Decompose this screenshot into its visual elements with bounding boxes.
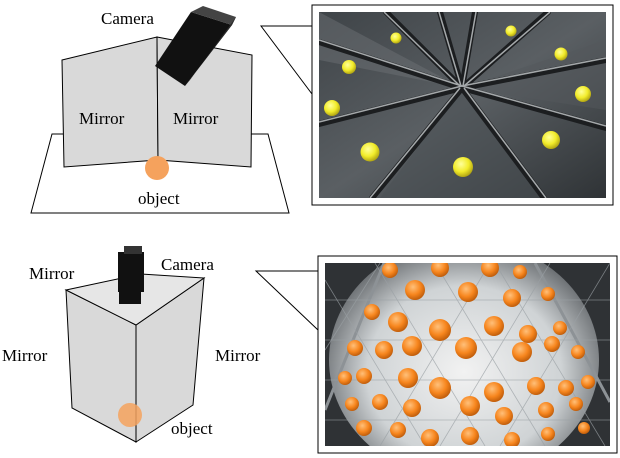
bottom-diagram: Camera Mirror Mirror Mirror object <box>2 246 261 443</box>
orange-ball <box>495 407 513 425</box>
orange-ball <box>431 263 449 277</box>
orange-ball <box>455 337 477 359</box>
orange-ball <box>553 321 567 335</box>
orange-ball <box>512 342 532 362</box>
bottom-photo <box>317 255 618 454</box>
orange-ball-reflections <box>338 263 595 446</box>
orange-ball <box>558 380 574 396</box>
orange-ball <box>571 345 585 359</box>
yellow-ball-reflections <box>324 25 591 177</box>
orange-ball <box>461 427 479 445</box>
camera-label: Camera <box>101 9 154 28</box>
orange-ball <box>527 377 545 395</box>
mirror-right-label: Mirror <box>173 109 219 128</box>
orange-ball <box>421 429 439 446</box>
orange-ball <box>364 304 380 320</box>
orange-ball <box>519 325 537 343</box>
object-ball <box>118 403 142 427</box>
orange-ball <box>429 377 451 399</box>
callout-pointer-top <box>260 25 313 95</box>
orange-ball <box>484 382 504 402</box>
orange-ball <box>375 341 393 359</box>
top-diagram: Camera Mirror Mirror object <box>30 6 290 214</box>
object-ball <box>145 156 169 180</box>
orange-ball <box>390 422 406 438</box>
orange-ball <box>503 289 521 307</box>
orange-ball <box>356 368 372 384</box>
orange-ball <box>345 397 359 411</box>
orange-ball <box>338 371 352 385</box>
mirror-top-label: Mirror <box>29 264 75 283</box>
orange-ball <box>541 287 555 301</box>
orange-ball <box>484 316 504 336</box>
orange-ball <box>356 420 372 436</box>
orange-ball <box>388 312 408 332</box>
mirror-right-label: Mirror <box>215 346 261 365</box>
orange-ball <box>382 263 398 278</box>
object-label: object <box>138 189 180 208</box>
top-photo <box>311 4 614 206</box>
orange-ball <box>460 396 480 416</box>
object-label: object <box>171 419 213 438</box>
orange-ball <box>513 265 527 279</box>
orange-ball <box>481 263 499 277</box>
orange-ball <box>347 340 363 356</box>
mirror-left-label: Mirror <box>2 346 48 365</box>
orange-ball <box>458 282 478 302</box>
camera-icon <box>118 246 144 304</box>
camera-label: Camera <box>161 255 214 274</box>
orange-ball <box>581 375 595 389</box>
orange-ball <box>398 368 418 388</box>
orange-ball <box>403 399 421 417</box>
orange-ball <box>504 432 520 446</box>
mirror-left-panel <box>61 36 159 168</box>
orange-ball <box>402 336 422 356</box>
mirror-left-label: Mirror <box>79 109 125 128</box>
orange-ball <box>372 394 388 410</box>
camera-icon <box>155 6 236 86</box>
orange-ball <box>544 336 560 352</box>
orange-ball <box>578 422 590 434</box>
orange-ball <box>541 427 555 441</box>
orange-ball <box>569 397 583 411</box>
orange-ball <box>538 402 554 418</box>
orange-ball <box>405 280 425 300</box>
orange-ball <box>429 319 451 341</box>
callout-pointer-bottom <box>254 270 319 331</box>
